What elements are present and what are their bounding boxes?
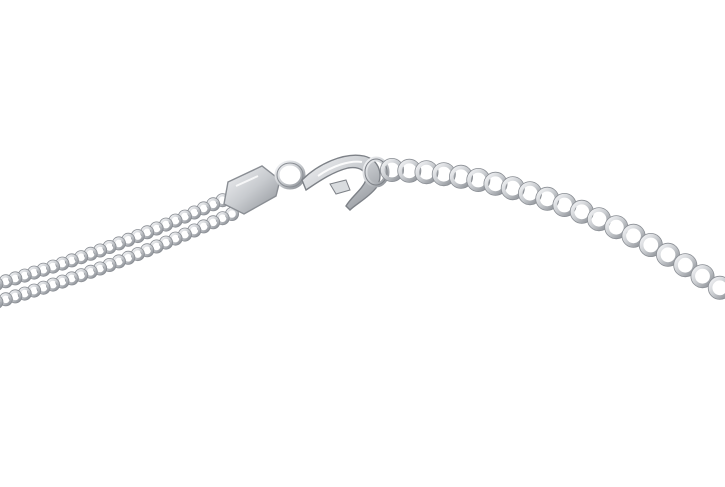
chain-link-edge <box>673 253 698 278</box>
chain-link <box>708 276 725 300</box>
chain-link-edge <box>707 275 725 300</box>
chain-link <box>621 224 646 248</box>
chain-link-edge <box>397 158 422 183</box>
chain-link-edge <box>17 268 32 283</box>
clasp-trigger <box>329 179 351 195</box>
chain-link-edge <box>414 160 439 185</box>
right-single-strand <box>379 157 725 300</box>
chain-link <box>673 253 697 277</box>
chain-link-edge <box>690 264 715 289</box>
left-double-strand <box>0 188 239 309</box>
chain-link <box>690 264 715 288</box>
end-cap-tag <box>223 165 281 215</box>
chain-link-edge <box>466 167 491 192</box>
chain-link-edge <box>0 292 13 307</box>
chain-link-edge <box>483 171 508 196</box>
clasp-assembly <box>223 154 390 215</box>
chain-link-edge <box>17 286 32 301</box>
chain-link-edge <box>431 162 456 187</box>
chain-link-edge <box>0 296 4 309</box>
chain-link <box>656 243 680 267</box>
chain-link <box>639 233 663 257</box>
chain-link-edge <box>448 164 473 189</box>
chain-link <box>0 278 3 290</box>
chain-link-edge <box>0 278 4 291</box>
chain-link-edge <box>379 157 404 182</box>
chain-link <box>0 296 3 308</box>
lobster-clasp <box>301 154 381 211</box>
chain-link-edge <box>0 274 13 289</box>
